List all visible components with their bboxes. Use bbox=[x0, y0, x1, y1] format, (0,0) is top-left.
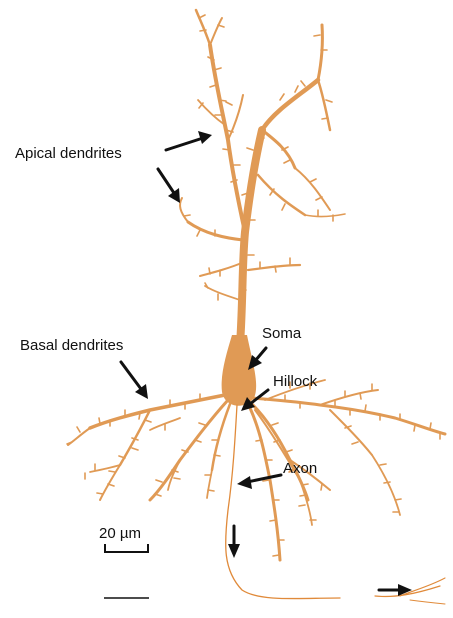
label-axon: Axon bbox=[283, 460, 317, 477]
arrow-basal bbox=[121, 362, 148, 399]
label-scale: 20 µm bbox=[99, 525, 141, 542]
label-apical-dendrites: Apical dendrites bbox=[15, 145, 122, 162]
label-basal-dendrites: Basal dendrites bbox=[20, 337, 123, 354]
arrow-axon-down bbox=[228, 526, 240, 558]
label-soma: Soma bbox=[262, 325, 301, 342]
scale-bar bbox=[105, 544, 148, 552]
label-arrows bbox=[121, 131, 412, 596]
arrow-apical-upper bbox=[166, 131, 212, 150]
arrow-axon bbox=[237, 475, 281, 489]
soma-body bbox=[222, 335, 257, 406]
arrow-apical-lower bbox=[158, 169, 180, 203]
label-hillock: Hillock bbox=[273, 373, 317, 390]
apical-dendrites bbox=[180, 10, 345, 345]
